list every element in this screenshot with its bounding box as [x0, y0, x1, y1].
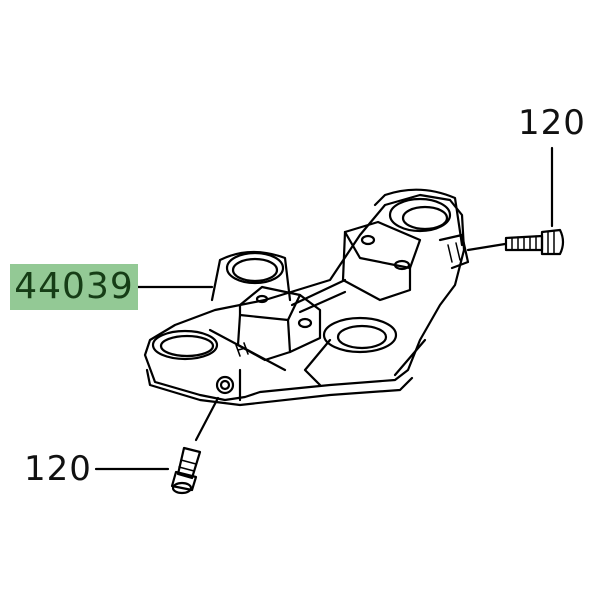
part-number-label-44039[interactable]: 44039: [10, 264, 138, 310]
part-number-label-120-bottom[interactable]: 120: [24, 449, 92, 489]
bolt-bottom: [170, 446, 202, 495]
leader-line-bolt-bottom: [194, 396, 220, 442]
bolt-right: [504, 228, 565, 256]
leader-line-bolt-right: [466, 242, 507, 252]
upper-triple-clamp: [143, 188, 470, 407]
part-number-label-120-top[interactable]: 120: [518, 103, 586, 143]
